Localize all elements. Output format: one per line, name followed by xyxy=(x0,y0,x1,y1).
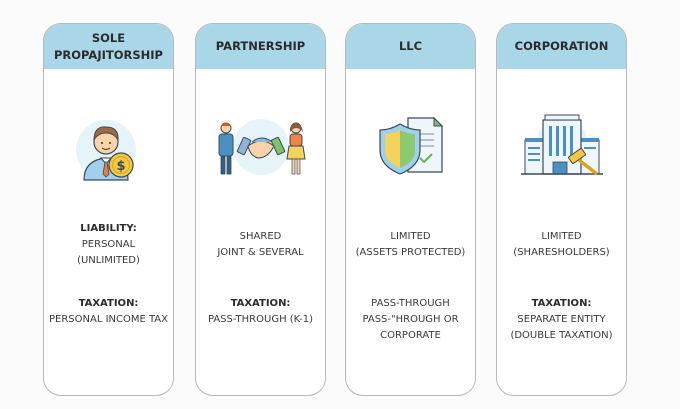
liability-section: LIABILITY: PERSONAL (UNLIMITED) xyxy=(44,221,173,269)
card-corporation: CORPORATION LIMITED (SHARESHOLDE xyxy=(496,23,627,396)
liability-label: LIABILITY: xyxy=(80,223,137,234)
card-title-line2: PROPAJITORSHIP xyxy=(54,47,163,62)
liability-value-line1: LIMITED xyxy=(541,231,582,242)
handshake-partners-icon xyxy=(206,102,316,192)
card-title-line1: SOLE xyxy=(91,30,126,45)
liability-section: SHARED JOINT & SEVERAL xyxy=(196,229,325,261)
taxation-label: TAXATION: xyxy=(78,298,139,309)
liability-value-line1: SHARED xyxy=(239,231,282,242)
taxation-label: TAXATION: xyxy=(230,298,291,309)
taxation-value-line1: SEPARATE ENTITY xyxy=(517,314,606,325)
card-header: PARTNERSHIP xyxy=(196,24,325,69)
taxation-section: TAXATION: SEPARATE ENTITY (DOUBLE TAXATI… xyxy=(497,296,626,344)
liability-value-line2: JOINT & SEVERAL xyxy=(217,247,304,258)
building-gavel-icon xyxy=(507,102,617,192)
card-title-line1: LLC xyxy=(398,39,423,53)
taxation-label: TAXATION: xyxy=(531,298,592,309)
liability-value-line1: LIMITED xyxy=(390,231,431,242)
businessman-with-coin-icon: $ xyxy=(54,102,164,192)
liability-value-line2: (UNLIMITED) xyxy=(77,255,140,266)
card-sole-proprietorship: SOLE PROPAJITORSHIP $ LIABILITY: PERSONA… xyxy=(43,23,174,396)
taxation-value-line1: PASS-"HROUGH OR xyxy=(362,314,459,325)
card-title-line1: CORPORATION xyxy=(514,39,609,53)
taxation-value-line2: (DOUBLE TAXATION) xyxy=(510,330,613,341)
liability-section: LIMITED (SHARESHOLDERS) xyxy=(497,229,626,261)
liability-value-line2: (SHARESHOLDERS) xyxy=(513,247,610,258)
liability-value-line1: PERSONAL xyxy=(81,239,136,250)
liability-section: LIMITED (ASSETS PROTECTED) xyxy=(346,229,475,261)
card-title-line1: PARTNERSHIP xyxy=(215,39,306,53)
card-llc: LLC LIMITED (ASSETS PROTECTED) PASS-THRO… xyxy=(345,23,476,396)
liability-value-line2: (ASSETS PROTECTED) xyxy=(355,247,466,258)
card-header: CORPORATION xyxy=(497,24,626,69)
taxation-value-line2: CORPORATE xyxy=(380,330,441,341)
svg-text:$: $ xyxy=(116,159,125,174)
taxation-section: TAXATION: PASS-THROUGH (K-1) xyxy=(196,296,325,328)
taxation-section: TAXATION: PERSONAL INCOME TAX xyxy=(44,296,173,328)
card-header: LLC xyxy=(346,24,475,69)
taxation-value-line1: PASS-THROUGH (K-1) xyxy=(207,314,314,325)
shield-document-icon xyxy=(356,102,466,192)
card-header: SOLE PROPAJITORSHIP xyxy=(44,24,173,69)
taxation-section: PASS-THROUGH PASS-"HROUGH OR CORPORATE xyxy=(346,296,475,344)
card-partnership: PARTNERSHIP SHARED JOINT & SEVER xyxy=(195,23,326,396)
taxation-value-line1: PERSONAL INCOME TAX xyxy=(48,314,169,325)
taxation-label: PASS-THROUGH xyxy=(371,298,450,309)
